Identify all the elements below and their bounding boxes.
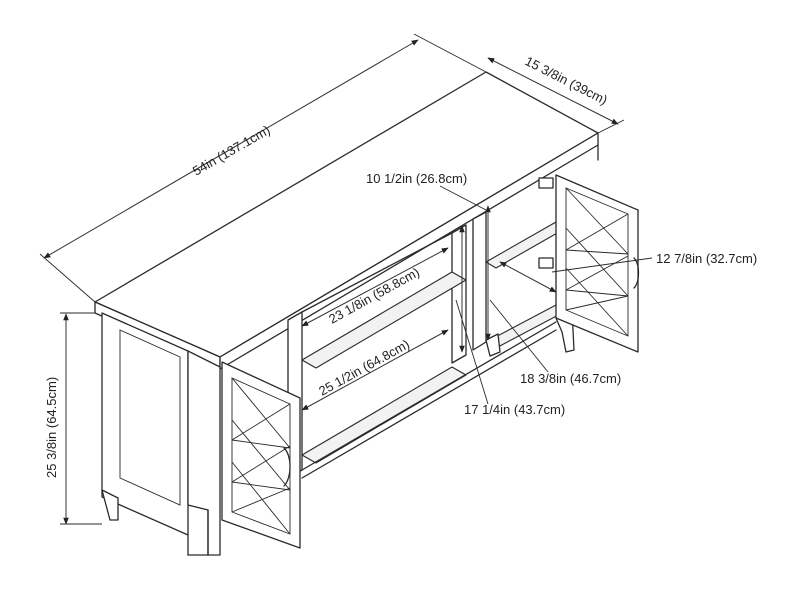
- right-door-hinge-top: [538, 177, 554, 189]
- left-door-handle: [283, 447, 291, 487]
- label-lower-shelf-clearance: 17 1/4in (43.7cm): [464, 402, 565, 417]
- centre-divider-left: [451, 224, 467, 364]
- dimension-lines: [39, 33, 653, 525]
- label-width: 54in (137.1cm): [190, 122, 273, 178]
- right-shelf: [485, 221, 567, 269]
- right-door-hinge-bottom: [538, 257, 554, 269]
- left-glass-door: [221, 361, 301, 549]
- right-glass-door: [538, 174, 640, 353]
- right-door-lattice: [565, 187, 629, 337]
- label-interior-depth: 18 3/8in (46.7cm): [520, 371, 621, 386]
- label-door-depth: 12 7/8in (32.7cm): [656, 251, 757, 266]
- left-back-leg: [101, 489, 119, 521]
- left-door-lattice: [231, 377, 291, 535]
- centre-divider-right: [472, 211, 487, 351]
- left-front-leg: [187, 350, 221, 556]
- right-door-handle: [633, 257, 640, 289]
- left-side-inset: [119, 329, 181, 506]
- label-height: 25 3/8in (64.5cm): [44, 377, 59, 478]
- label-upper-shelf-clearance: 10 1/2in (26.8cm): [366, 171, 467, 186]
